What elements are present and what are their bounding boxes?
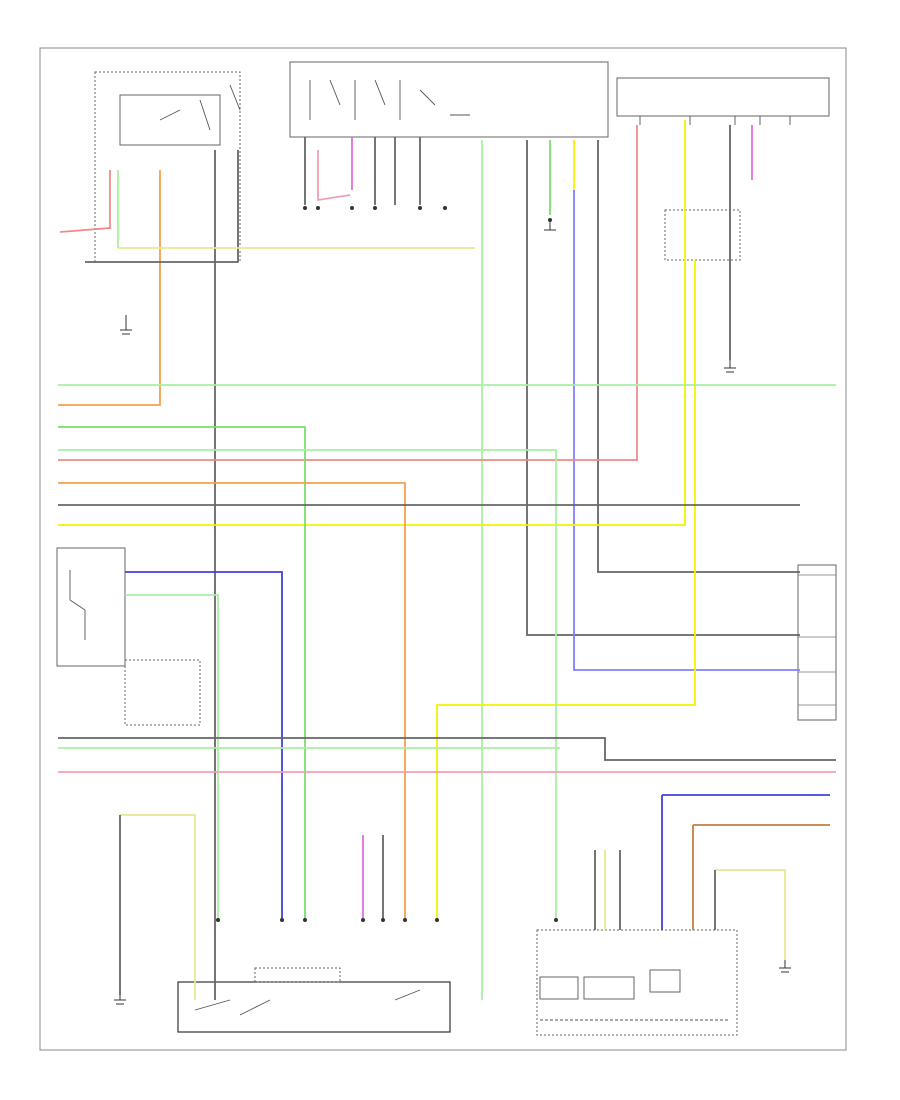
top-control-module [289, 61, 609, 138]
wire-green-bus [58, 426, 306, 920]
wire-gray-tm-5 [526, 140, 800, 636]
wire-light-green-bus-2 [58, 449, 557, 920]
bottom-right-module [536, 929, 738, 1036]
right-side-module [797, 564, 837, 721]
wire-gray-lower-bus [58, 737, 836, 761]
wire-blue-sensor [125, 571, 283, 920]
wire-red-top-left [59, 170, 111, 233]
wire-orange-bus [58, 482, 406, 920]
wire-yellow-tr [58, 120, 686, 526]
wire-brown-bottom-right [692, 824, 830, 930]
bottom-left-switch-module [177, 967, 451, 1033]
wires [58, 120, 836, 1000]
wire-pink-tm [317, 150, 351, 202]
wire-blue-tm [573, 190, 800, 671]
wire-pale-yellow-bottom-right [715, 869, 786, 960]
connectors [216, 206, 558, 922]
top-right-module [616, 77, 830, 261]
wire-gray-tm-6 [597, 140, 800, 573]
wire-pink-tr [58, 125, 638, 461]
wire-yellow-tr-2 [436, 260, 696, 920]
wire-blue-bottom-right [661, 794, 830, 930]
wire-orange-left [58, 170, 161, 406]
diagram-frame [39, 47, 847, 1051]
wire-light-green-sensor [125, 594, 219, 920]
top-left-relay-block [94, 71, 241, 263]
left-sensor-box [56, 547, 201, 726]
ground-symbols [114, 220, 791, 1005]
wire-pale-yellow-bottom-left [120, 814, 196, 1000]
